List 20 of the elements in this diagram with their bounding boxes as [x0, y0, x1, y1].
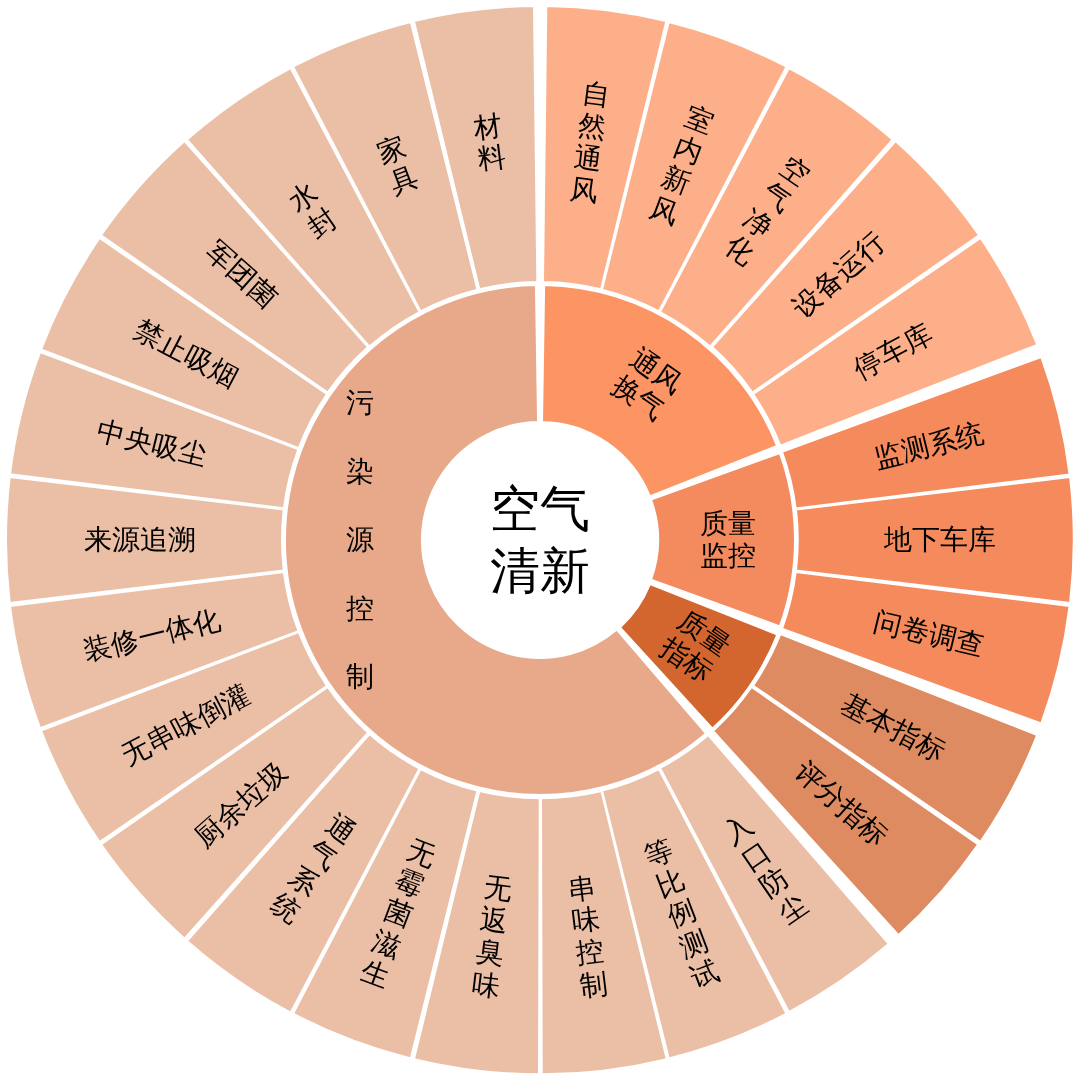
segment-label: 污染源控制	[346, 384, 374, 695]
segment-label: 材料	[472, 109, 508, 177]
segment-label: 室内新风	[645, 100, 718, 232]
segment-label: 禁止吸烟	[128, 313, 243, 395]
segment-label: 水封	[282, 176, 343, 246]
center-label: 空气清新	[489, 478, 591, 602]
segment-label: 监测系统	[870, 417, 988, 475]
segment-label: 军团菌	[198, 234, 283, 315]
segment-label: 中央吸尘	[93, 415, 210, 474]
segment-label: 来源追溯	[84, 523, 196, 557]
segment-label: 通风换气	[604, 342, 690, 429]
segment-label: 自然通风	[568, 77, 612, 209]
segment-label: 串味控制	[566, 871, 610, 1003]
segment-label: 装修一体化	[79, 603, 224, 669]
segment-label: 地下车库	[884, 523, 996, 557]
segment-label: 问卷调查	[870, 605, 988, 663]
segment-label: 家具	[373, 130, 423, 202]
segment-label: 质量指标	[652, 603, 738, 690]
segment-label: 无返臭味	[470, 871, 514, 1003]
segment-label: 质量监控	[699, 507, 757, 573]
